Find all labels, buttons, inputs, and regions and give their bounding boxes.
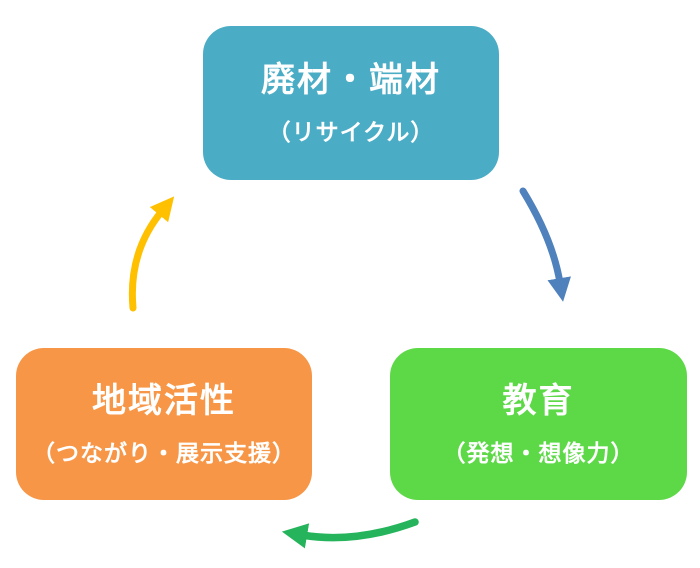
node-subtitle: （リサイクル） [267, 118, 435, 145]
node-title: 教育 [502, 381, 575, 420]
node-title: 廃材・端材 [261, 60, 441, 99]
node-community-revitalization: 地域活性 （つながり・展示支援） [16, 348, 312, 500]
arrow-waste-to-education [519, 187, 571, 302]
arrow-community-to-waste [128, 196, 175, 312]
node-subtitle: （発想・想像力） [442, 439, 635, 466]
node-waste-materials: 廃材・端材 （リサイクル） [203, 26, 499, 180]
node-title: 地域活性 [92, 381, 236, 420]
arrow-education-to-community [281, 518, 419, 549]
node-subtitle: （つながり・展示支援） [32, 439, 296, 466]
node-education: 教育 （発想・想像力） [390, 348, 687, 500]
